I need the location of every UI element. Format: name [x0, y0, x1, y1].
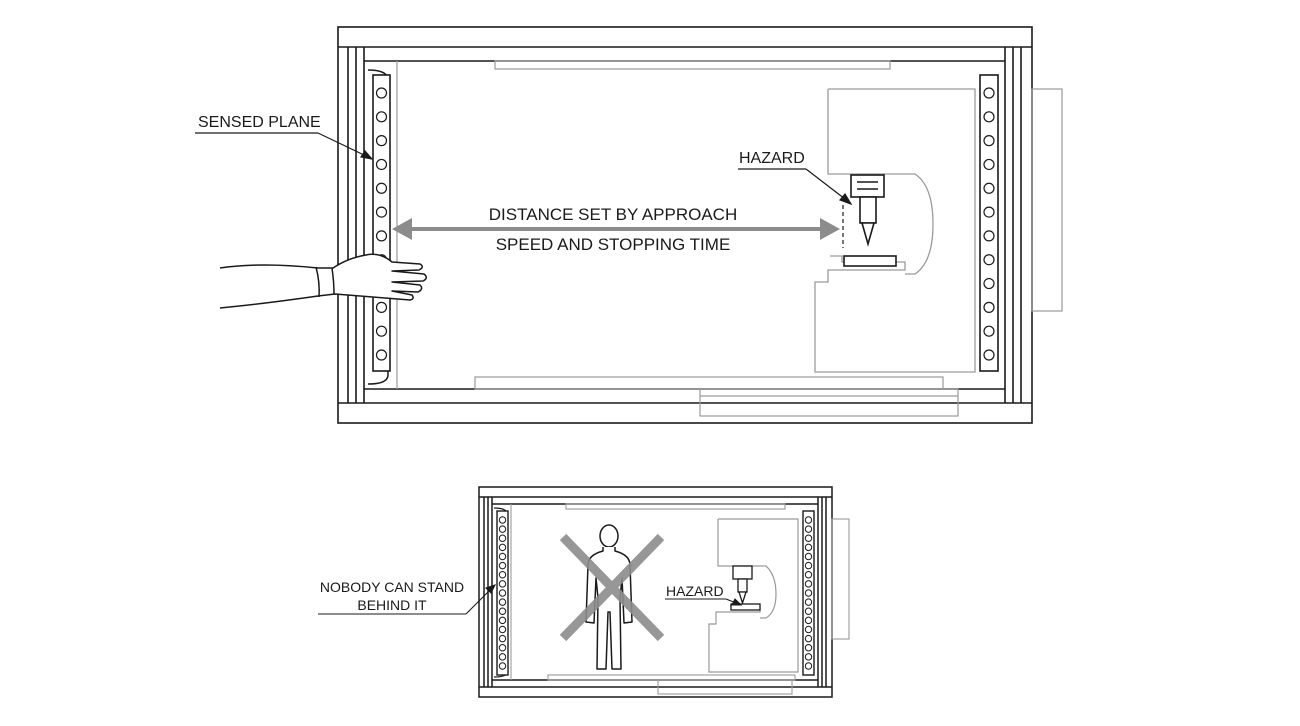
sensed-plane-callout [195, 132, 374, 160]
led-indicator [804, 616, 813, 625]
led-indicator [375, 182, 388, 194]
led-indicator [804, 571, 813, 579]
led-indicator [375, 349, 388, 361]
led-indicator [375, 206, 388, 218]
led-indicator [804, 644, 813, 652]
led-indicator [498, 534, 507, 542]
led-indicator [498, 644, 507, 652]
led-indicator [983, 254, 995, 266]
light-curtain-icon [493, 507, 509, 678]
cross-icon [559, 533, 665, 642]
led-indicator [983, 135, 995, 147]
light-curtain-icon [802, 510, 815, 676]
led-indicator [983, 301, 995, 313]
led-indicator [498, 653, 507, 661]
led-indicator [804, 516, 813, 524]
led-indicator [498, 552, 507, 561]
hazard-label-bottom: HAZARD [666, 583, 724, 599]
hand-icon [219, 253, 427, 309]
tool-icon [843, 174, 897, 267]
led-indicator [804, 607, 813, 615]
led-indicator [498, 561, 507, 570]
led-indicator [983, 325, 995, 337]
led-indicator [983, 87, 995, 99]
light-curtain-icon [367, 69, 391, 385]
led-indicator [375, 230, 388, 242]
led-indicator [804, 625, 813, 634]
led-indicator [375, 301, 388, 313]
led-indicator [804, 598, 813, 606]
led-indicator [498, 543, 507, 552]
led-indicator [498, 580, 507, 588]
led-indicator [804, 543, 813, 552]
led-indicator [983, 277, 995, 290]
led-indicator [804, 561, 813, 570]
led-indicator [498, 525, 507, 533]
led-indicator [375, 158, 388, 171]
led-indicator [498, 607, 507, 615]
led-indicator [498, 625, 507, 634]
led-indicator [498, 598, 507, 606]
bottom-enclosure-inner-details [510, 503, 850, 695]
led-indicator [804, 662, 813, 670]
hazard-callout-top [738, 168, 853, 206]
led-indicator [498, 516, 507, 524]
led-indicator [804, 589, 813, 597]
tool-icon [730, 565, 761, 611]
led-indicator [983, 111, 995, 123]
led-indicator [498, 662, 507, 670]
led-indicator [983, 230, 995, 242]
led-indicator [498, 616, 507, 625]
press-machine-icon [814, 88, 976, 373]
led-indicator [804, 552, 813, 561]
led-indicator [983, 206, 995, 218]
light-curtain-icon [979, 74, 999, 372]
led-indicator [498, 589, 507, 597]
led-indicator [804, 653, 813, 661]
led-indicator [498, 634, 507, 643]
hazard-callout-bottom [665, 598, 743, 606]
led-indicator [375, 135, 388, 147]
top-enclosure [337, 26, 1033, 424]
top-enclosure-inner-details [396, 60, 1063, 417]
led-indicator [983, 349, 995, 361]
led-indicator [375, 111, 388, 123]
sensed-plane-label: SENSED PLANE [198, 114, 321, 131]
led-indicator [498, 571, 507, 579]
led-indicator [804, 534, 813, 542]
led-indicator [804, 634, 813, 643]
nobody-label-line2: BEHIND IT [357, 597, 427, 613]
nobody-label-line1: NOBODY CAN STAND [320, 579, 464, 595]
led-indicator [804, 580, 813, 588]
led-indicator [375, 87, 388, 99]
led-indicator [375, 325, 388, 337]
nobody-callout [318, 584, 497, 615]
led-indicator [804, 525, 813, 533]
distance-label-line1: DISTANCE SET BY APPROACH [489, 205, 737, 224]
distance-arrow [392, 218, 840, 240]
distance-label-line2: SPEED AND STOPPING TIME [496, 235, 731, 254]
led-indicator [983, 182, 995, 194]
hazard-label-top: HAZARD [739, 150, 805, 167]
led-indicator [983, 158, 995, 171]
